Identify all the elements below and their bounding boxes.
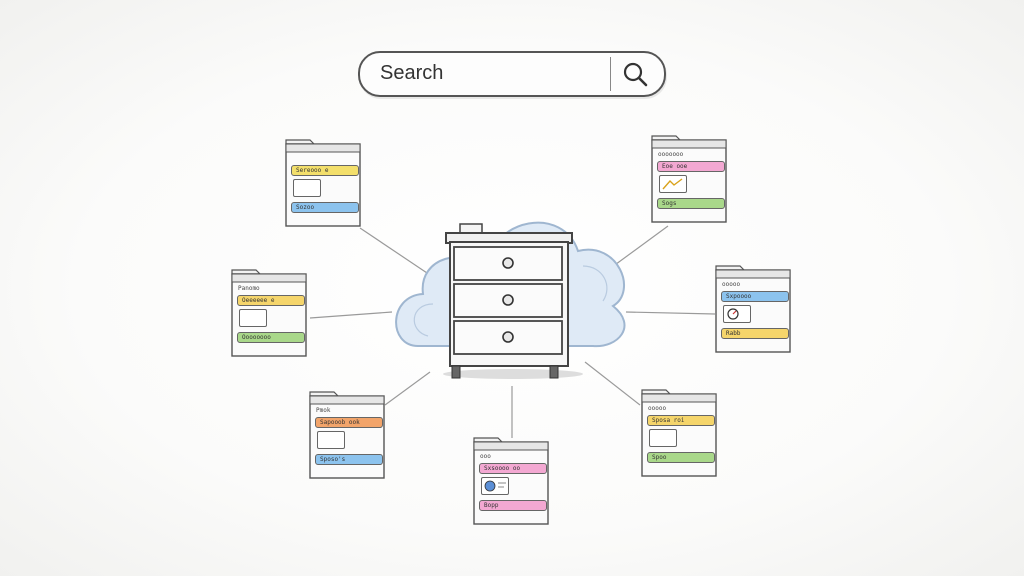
folder-title: ooooooo <box>658 151 684 158</box>
search-bar[interactable]: Search <box>358 51 666 97</box>
folder-top-label: Oeeeeee e <box>237 295 305 306</box>
folder-title: ooooo <box>648 405 667 412</box>
folder-window-mid-left[interactable]: Panomo Oeeeeee e Oooooooo <box>230 268 310 358</box>
folder-window-bottom-left[interactable]: Pmok Sapooob ook Sposo's <box>308 390 388 480</box>
folder-top-label: Eoe ooe <box>657 161 725 172</box>
connector-mid-right <box>625 311 716 315</box>
folder-title: ooooo <box>722 281 741 288</box>
search-input[interactable]: Search <box>380 62 444 84</box>
folder-bottom-label: Rabb <box>721 328 789 339</box>
document-icon <box>649 429 677 447</box>
folder-bottom-label: Sozoo <box>291 202 359 213</box>
gauge-icon-glyph <box>727 308 739 320</box>
folder-window-mid-right[interactable]: ooooo Sxpoooo Rabb <box>714 264 794 354</box>
chart-icon-glyph <box>662 178 683 190</box>
folder-title: ooo <box>480 453 491 460</box>
globe-icon <box>481 477 509 495</box>
connector-top-right <box>607 225 669 271</box>
globe-icon-glyph <box>484 480 506 492</box>
chart-icon <box>293 179 321 197</box>
folder-top-label: Sxpoooo <box>721 291 789 302</box>
folder-top-label: Sapooob ook <box>315 417 383 428</box>
folder-window-top-right[interactable]: ooooooo Eoe ooe Sogs <box>650 134 730 224</box>
connector-bottom-right <box>584 361 641 406</box>
gauge-icon <box>723 305 751 323</box>
document-icon <box>239 309 267 327</box>
document-icon <box>317 431 345 449</box>
folder-title: Panomo <box>238 285 260 292</box>
folder-window-bottom-right[interactable]: ooooo Sposa roi Spoo <box>640 388 720 478</box>
folder-bottom-label: Sposo's <box>315 454 383 465</box>
folder-title: Pmok <box>316 407 331 414</box>
folder-bottom-label: Sogs <box>657 198 725 209</box>
folder-bottom-label: Spoo <box>647 452 715 463</box>
folder-top-label: Sxsoooo oo <box>479 463 547 474</box>
search-divider <box>610 57 611 91</box>
connector-top-left <box>359 227 431 276</box>
cloud-storage-hub <box>388 196 638 386</box>
folder-bottom-label: Bopp <box>479 500 547 511</box>
folder-bottom-label: Oooooooo <box>237 332 305 343</box>
connector-bottom-left <box>384 371 431 406</box>
connector-mid-left <box>309 311 393 319</box>
magnifier-icon <box>623 62 648 87</box>
search-button[interactable] <box>614 55 658 93</box>
filing-cabinet-icon <box>443 223 583 379</box>
chart-icon <box>659 175 687 193</box>
folder-window-bottom-center[interactable]: ooo Sxsoooo oo Bopp <box>472 436 552 526</box>
folder-top-label: Sereooo e <box>291 165 359 176</box>
folder-window-top-left[interactable]: Sereooo e Sozoo <box>284 138 364 228</box>
folder-top-label: Sposa roi <box>647 415 715 426</box>
